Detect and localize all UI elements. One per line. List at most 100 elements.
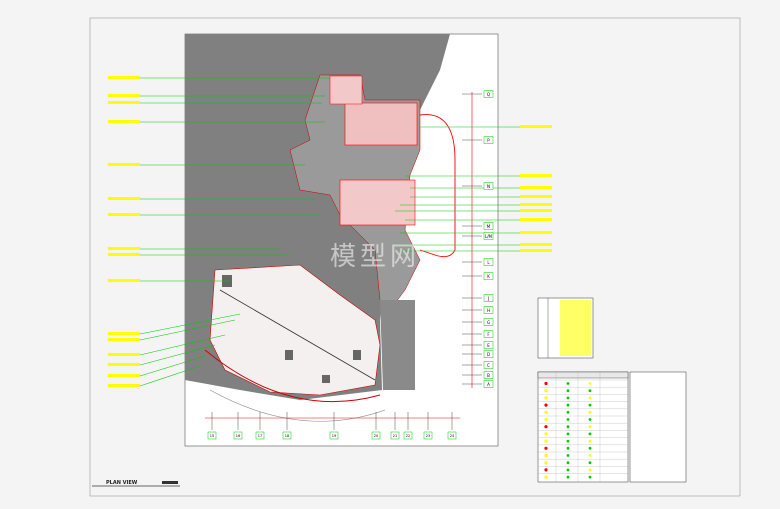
legend-symbol — [544, 425, 548, 429]
grid-label: 19 — [332, 434, 336, 438]
legend-symbol — [544, 468, 548, 472]
grid-label: G — [487, 320, 490, 325]
leader-tag — [520, 125, 552, 128]
legend-symbol — [588, 396, 592, 400]
legend-symbol — [566, 403, 570, 407]
leader-tag — [520, 174, 552, 177]
legend-table-main — [537, 371, 629, 483]
leader-tag — [520, 231, 552, 234]
left-leader-group — [108, 76, 330, 387]
legend-symbol — [566, 425, 570, 429]
sheet-border — [89, 17, 741, 497]
leader-tag — [108, 332, 140, 335]
legend-symbol — [566, 396, 570, 400]
legend-symbol — [588, 403, 592, 407]
grid-label: P — [487, 138, 490, 143]
leader-tag — [108, 120, 140, 123]
grid-label: L — [487, 260, 490, 265]
legend-symbol — [544, 453, 548, 458]
grid-label: 17 — [258, 434, 262, 438]
legend-symbol — [544, 439, 548, 443]
site-arc — [209, 389, 386, 422]
grid-label: L/M — [485, 234, 493, 239]
watermark-text: 模型网 — [330, 242, 421, 272]
lower-stair-far — [353, 350, 361, 360]
legend-symbol — [544, 432, 548, 436]
leader-tag — [108, 101, 140, 104]
grid-label: K — [487, 274, 490, 279]
grid-bubble — [255, 431, 265, 440]
grid-bubble — [483, 222, 494, 230]
legend-symbol — [588, 410, 592, 414]
leader-tag — [108, 247, 140, 250]
grid-bubble — [483, 90, 494, 98]
leader-tag — [520, 249, 552, 252]
grid-bubble — [483, 318, 494, 326]
leader-tag — [520, 195, 552, 198]
curved-facade — [204, 349, 381, 403]
legend-symbol — [566, 439, 570, 443]
leader-line — [139, 334, 226, 356]
grid-label: N — [487, 184, 490, 189]
grid-label: D — [487, 352, 490, 357]
legend-symbol — [544, 461, 548, 465]
grid-bubble — [483, 272, 494, 280]
legend-symbol — [566, 454, 570, 457]
hatched-area-1 — [344, 102, 418, 146]
legend-symbol — [588, 418, 592, 421]
legend-symbol — [566, 382, 570, 385]
legend-symbol — [588, 382, 592, 385]
plan-view-label: PLAN VIEW — [106, 480, 138, 486]
legend-symbol — [544, 396, 548, 400]
leader-line — [139, 365, 201, 387]
grid-label: H — [487, 308, 490, 313]
legend-symbol — [566, 475, 570, 479]
grid-label: Q — [487, 92, 490, 97]
grid-bubble — [483, 136, 494, 144]
legend-symbol — [566, 468, 570, 472]
legend-symbol — [544, 381, 548, 386]
legend-symbol — [588, 454, 592, 457]
leader-line — [139, 355, 206, 377]
grid-bubble — [483, 341, 494, 349]
leader-tag — [520, 203, 552, 206]
hatched-area-3 — [339, 179, 416, 226]
leader-tag — [108, 253, 140, 256]
leader-tag — [108, 213, 140, 216]
legend-symbol — [544, 403, 548, 407]
grid-label: 22 — [406, 434, 410, 438]
grid-label: 21 — [393, 434, 397, 438]
title-block — [629, 371, 687, 483]
building-lower — [209, 264, 381, 396]
grid-label: F — [487, 332, 490, 337]
legend-symbol — [588, 468, 592, 472]
grid-label: 18 — [285, 434, 289, 438]
legend-symbol — [588, 439, 592, 443]
leader-tag — [108, 94, 140, 97]
leader-line — [139, 313, 241, 335]
grid-label: E — [487, 343, 490, 348]
grid-bubble — [282, 431, 292, 440]
leader-tag — [520, 218, 552, 221]
grid-label: J — [487, 296, 489, 301]
grid-bubble — [329, 431, 339, 440]
grid-bubble — [483, 294, 494, 302]
legend-symbol — [566, 461, 570, 465]
grid-bubble — [483, 330, 494, 338]
legend-symbol — [588, 425, 592, 429]
grid-bubble — [483, 258, 494, 266]
leader-line — [139, 344, 216, 366]
grid-bubble — [483, 232, 494, 240]
legend-symbol — [588, 461, 592, 465]
legend-symbol — [566, 446, 570, 450]
legend-symbol — [588, 446, 592, 450]
grid-bubble — [390, 431, 400, 440]
legend-symbol — [588, 475, 592, 479]
grid-bubble — [483, 371, 494, 379]
lower-stair-mid — [285, 350, 293, 360]
legend-symbol — [544, 389, 548, 393]
grid-label: C — [487, 363, 490, 368]
leader-tag — [520, 186, 552, 189]
